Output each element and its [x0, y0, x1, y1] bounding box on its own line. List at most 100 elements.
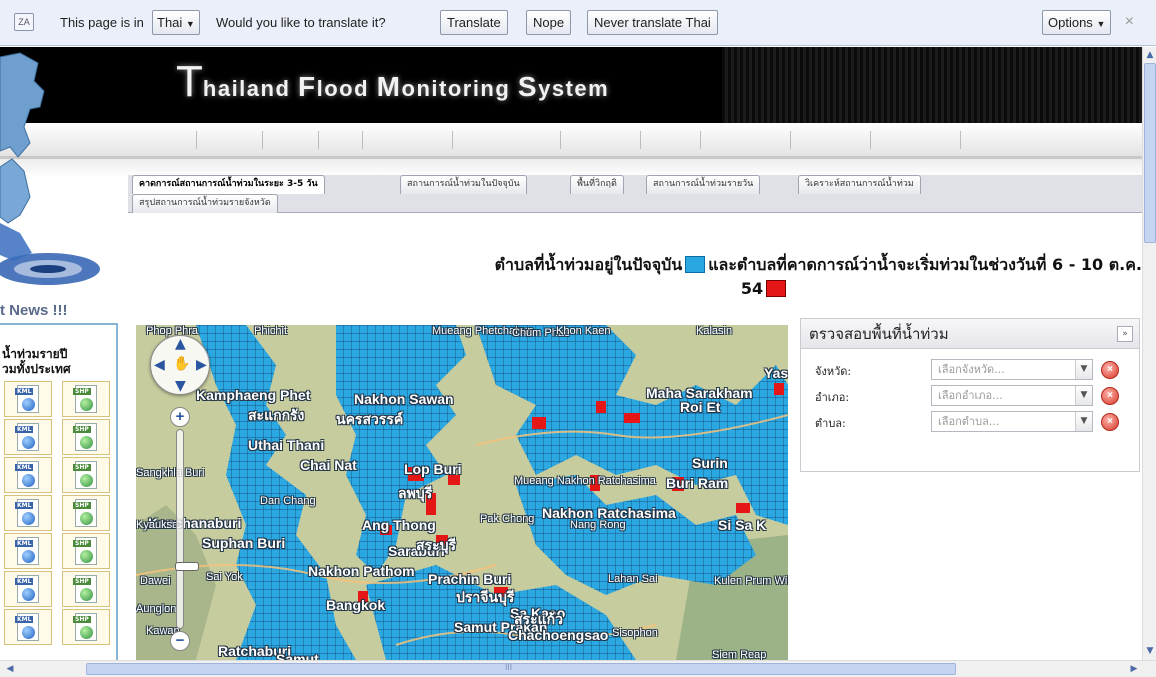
map-place-label: Nakhon Sawan	[354, 391, 454, 407]
shp-file-icon: SHP	[73, 461, 97, 489]
map-place-label: Surin	[692, 455, 728, 471]
language-select[interactable]: Thai ▼	[152, 10, 200, 35]
subdistrict-combobox[interactable]: เลือกตำบล...	[931, 411, 1093, 432]
pan-down-icon[interactable]: ▼	[175, 378, 186, 394]
pan-right-icon[interactable]: ▶	[196, 357, 207, 373]
scroll-left-icon[interactable]: ◀	[6, 664, 14, 674]
chevron-down-icon[interactable]: ▼	[1075, 412, 1092, 431]
file-type-tag: KML	[15, 426, 34, 433]
map-place-label: สระบุรี	[416, 537, 456, 553]
vertical-scrollbar[interactable]: ▲ ▼	[1142, 47, 1156, 660]
globe-icon	[80, 436, 93, 449]
subdistrict-label: ตำบล:	[815, 417, 846, 430]
map-place-label: Saraburi	[388, 543, 445, 559]
tab-analysis[interactable]: วิเคราะห์สถานการณ์น้ำท่วม	[798, 175, 921, 194]
zoom-out-button[interactable]: −	[170, 631, 190, 651]
pan-left-icon[interactable]: ◀	[154, 357, 165, 373]
shp-download-button[interactable]: SHP	[62, 457, 110, 493]
headline-line-2: 54	[128, 277, 1142, 301]
globe-icon	[22, 550, 35, 563]
tab-forecast-3-5-days[interactable]: คาดการณ์สถานการณ์น้ำท่วมในระยะ 3-5 วัน	[132, 175, 325, 194]
shp-file-icon: SHP	[73, 499, 97, 527]
chevron-down-icon[interactable]: ▼	[1075, 386, 1092, 405]
close-icon[interactable]: ×	[1124, 13, 1134, 30]
kml-download-button[interactable]: KML	[4, 457, 52, 493]
tab-bar: คาดการณ์สถานการณ์น้ำท่วมในระยะ 3-5 วัน ส…	[128, 175, 1142, 213]
shp-download-button[interactable]: SHP	[62, 571, 110, 607]
shp-download-button[interactable]: SHP	[62, 533, 110, 569]
map-place-label: Pak Chong	[480, 513, 535, 525]
kml-file-icon: KML	[15, 499, 39, 527]
vertical-scroll-thumb[interactable]	[1144, 63, 1156, 243]
map-place-label: ปราจีนบุรี	[456, 589, 515, 605]
kml-file-icon: KML	[15, 385, 39, 413]
kml-download-button[interactable]: KML	[4, 495, 52, 531]
map-place-label: Phichit	[254, 325, 288, 337]
headline-text: 54	[740, 279, 764, 298]
map-place-label: Si Sa K	[718, 517, 767, 533]
kml-download-button[interactable]: KML	[4, 419, 52, 455]
map-place-label: Uthai Thani	[248, 437, 325, 453]
nav-shadow	[0, 159, 1142, 177]
title-letter: F	[298, 71, 317, 102]
province-row: จังหวัด: เลือกจังหวัด... ▼ ×	[801, 357, 1141, 383]
shp-download-button[interactable]: SHP	[62, 609, 110, 645]
map-place-label: Roi Et	[680, 399, 721, 415]
horizontal-scrollbar[interactable]: ◀ III ▶	[0, 660, 1156, 677]
clear-icon[interactable]: ×	[1101, 387, 1119, 405]
scroll-right-icon[interactable]: ▶	[1130, 664, 1138, 674]
headline-text: และตำบลที่คาดการณ์ว่าน้ำจะเริ่มท่วมในช่ว…	[708, 255, 1142, 274]
translate-button[interactable]: Translate	[440, 10, 508, 35]
title-letter: M	[376, 71, 402, 102]
horizontal-scroll-thumb[interactable]: III	[86, 663, 956, 675]
nope-button[interactable]: Nope	[526, 10, 572, 35]
zoom-slider-thumb[interactable]	[175, 562, 199, 571]
clear-icon[interactable]: ×	[1101, 361, 1119, 379]
tab-current-situation[interactable]: สถานการณ์น้ำท่วมในปัจจุบัน	[400, 175, 527, 194]
globe-icon	[22, 512, 35, 525]
map-place-label: Mueang Nakhon Ratchasima	[514, 475, 656, 487]
map-place-label: Kyauksa	[136, 519, 179, 531]
options-button[interactable]: Options ▼	[1042, 10, 1112, 35]
pan-up-icon[interactable]: ▲	[175, 336, 186, 352]
nav-bar	[0, 123, 1142, 159]
globe-icon	[22, 626, 35, 639]
never-translate-button[interactable]: Never translate Thai	[587, 10, 718, 35]
kml-download-button[interactable]: KML	[4, 381, 52, 417]
chevron-down-icon: ▼	[1096, 19, 1106, 29]
zoom-slider-track[interactable]	[175, 429, 199, 629]
map-place-label: Maha Sarakham	[646, 385, 753, 401]
shp-download-button[interactable]: SHP	[62, 381, 110, 417]
hand-icon: ✋	[173, 356, 191, 372]
map-place-label: Khon Kaen	[556, 325, 611, 337]
title-letter: T	[176, 57, 203, 106]
map-place-label: Kulen Prum Wildlife Sanct	[714, 575, 788, 587]
province-label: จังหวัด:	[815, 365, 852, 378]
globe-icon	[22, 588, 35, 601]
tab-province-summary[interactable]: สรุปสถานการณ์น้ำท่วมรายจังหวัด	[132, 194, 278, 213]
tab-critical-area[interactable]: พื้นที่วิกฤติ	[570, 175, 624, 194]
download-panel-title: น้ำท่วมรายปี วมทั้งประเทศ	[2, 347, 71, 377]
title-text: lood	[316, 76, 377, 101]
map-place-label: Kanchanaburi	[148, 515, 242, 531]
kml-download-button[interactable]: KML	[4, 533, 52, 569]
globe-icon	[80, 626, 93, 639]
collapse-icon[interactable]: »	[1117, 326, 1133, 342]
clear-icon[interactable]: ×	[1101, 413, 1119, 431]
scroll-up-icon[interactable]: ▲	[1146, 50, 1154, 60]
file-type-tag: SHP	[73, 578, 91, 585]
zoom-in-button[interactable]: +	[170, 407, 190, 427]
kml-download-button[interactable]: KML	[4, 609, 52, 645]
headline-text: ตำบลที่น้ำท่วมอยู่ในปัจจุบัน	[494, 255, 683, 274]
pan-control[interactable]: ▲ ◀ ▶ ▼ ✋	[150, 335, 210, 395]
shp-download-button[interactable]: SHP	[62, 419, 110, 455]
district-combobox[interactable]: เลือกอำเภอ...	[931, 385, 1093, 406]
tab-daily-situation[interactable]: สถานการณ์น้ำท่วมรายวัน	[646, 175, 761, 194]
kml-download-button[interactable]: KML	[4, 571, 52, 607]
province-combobox[interactable]: เลือกจังหวัด...	[931, 359, 1093, 380]
scroll-down-icon[interactable]: ▼	[1146, 646, 1154, 656]
shp-download-button[interactable]: SHP	[62, 495, 110, 531]
chevron-down-icon[interactable]: ▼	[1075, 360, 1092, 379]
globe-icon	[22, 398, 35, 411]
